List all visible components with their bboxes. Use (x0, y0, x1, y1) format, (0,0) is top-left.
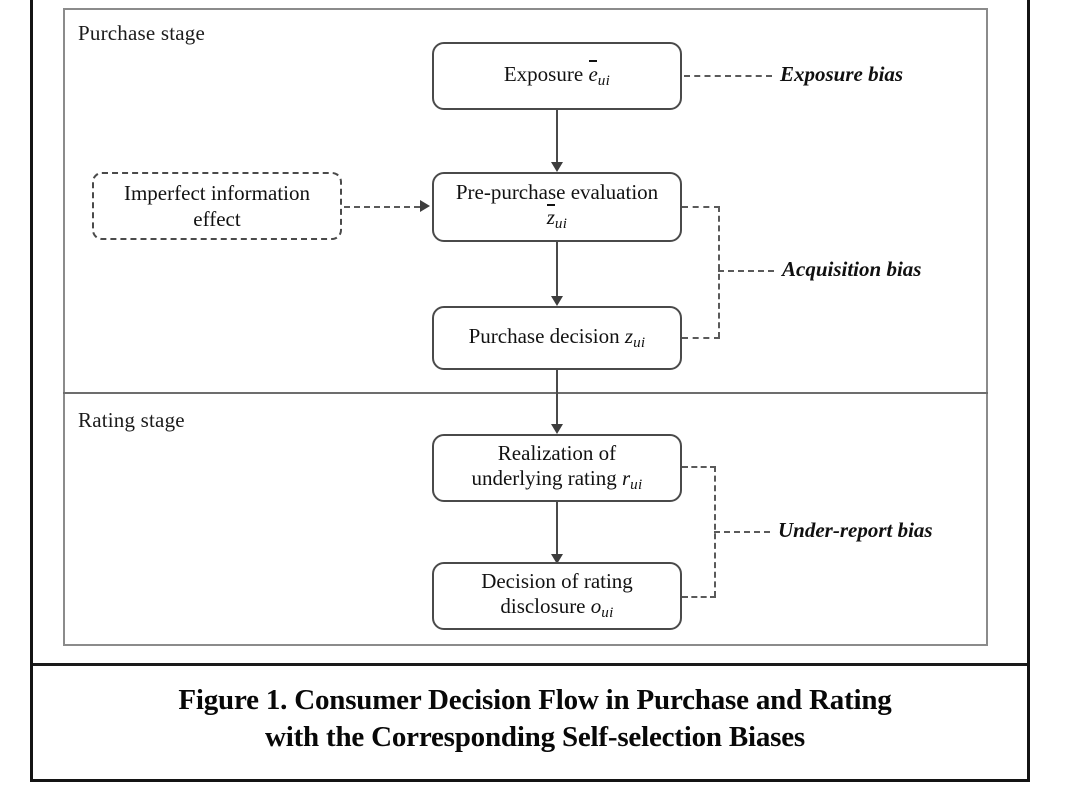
figure-caption: Figure 1. Consumer Decision Flow in Purc… (60, 682, 1010, 756)
node-realization-underlying-rating[interactable]: Realization of underlying rating rui (432, 434, 682, 502)
node-rating-disclosure-text: Decision of rating disclosure oui (481, 568, 633, 622)
caption-divider (33, 663, 1027, 666)
bracket-underreport-bottom (682, 596, 716, 598)
node-rating-disclosure[interactable]: Decision of rating disclosure oui (432, 562, 682, 630)
connector-prepurchase-to-decision (556, 242, 558, 300)
node-exposure[interactable]: Exposure eui (432, 42, 682, 110)
stage-label-purchase: Purchase stage (78, 21, 206, 45)
symbol-e-sub: ui (597, 72, 611, 89)
label-under-report-bias: Under-report bias (778, 518, 933, 542)
bracket-underreport-top (682, 466, 716, 468)
arrowhead-prepurchase-to-decision (551, 296, 563, 306)
symbol-o-sub: ui (601, 605, 614, 622)
symbol-o: o (590, 594, 602, 619)
connector-decision-to-realization (556, 370, 558, 428)
symbol-z-bar: z (546, 204, 555, 230)
dashed-lead-acquisition-bias (718, 270, 774, 272)
connector-exposure-to-prepurchase (556, 110, 558, 165)
symbol-z-bar-sub: ui (554, 216, 568, 233)
arrowhead-decision-to-realization (551, 424, 563, 434)
arrowhead-realization-to-disclosure (551, 554, 563, 564)
bracket-acquisition-top (682, 206, 720, 208)
label-acquisition-bias: Acquisition bias (782, 257, 922, 281)
symbol-r-sub: ui (630, 477, 643, 494)
symbol-e-bar: e (588, 60, 598, 86)
node-realization-text: Realization of underlying rating rui (471, 440, 643, 494)
node-imperfect-information-text: Imperfect information effect (123, 180, 310, 231)
bracket-acquisition-bottom (682, 337, 720, 339)
bracket-acquisition-vertical (718, 206, 720, 338)
dashed-lead-underreport-bias (714, 531, 770, 533)
caption-line-2: with the Corresponding Self-selection Bi… (264, 721, 806, 754)
caption-line-1: Figure 1. Consumer Decision Flow in Purc… (178, 684, 892, 716)
node-pre-purchase-text: Pre-purchase evaluation zui (455, 179, 659, 233)
node-imperfect-information-effect[interactable]: Imperfect information effect (92, 172, 342, 240)
symbol-z: z (624, 323, 634, 348)
stage-divider (63, 392, 988, 394)
node-purchase-decision[interactable]: Purchase decision zui (432, 306, 682, 370)
arrowhead-exposure-to-prepurchase (551, 162, 563, 172)
node-pre-purchase-evaluation[interactable]: Pre-purchase evaluation zui (432, 172, 682, 242)
connector-imperfect-to-prepurchase (344, 206, 420, 208)
dashed-lead-exposure-bias (684, 75, 772, 77)
node-purchase-decision-text: Purchase decision zui (468, 323, 646, 351)
arrowhead-imperfect-to-prepurchase (420, 200, 430, 212)
node-exposure-text: Exposure eui (503, 60, 611, 89)
label-exposure-bias: Exposure bias (780, 62, 904, 86)
symbol-z-sub: ui (633, 334, 646, 351)
stage-label-rating: Rating stage (78, 408, 185, 432)
connector-realization-to-disclosure (556, 502, 558, 558)
symbol-r: r (621, 466, 631, 491)
